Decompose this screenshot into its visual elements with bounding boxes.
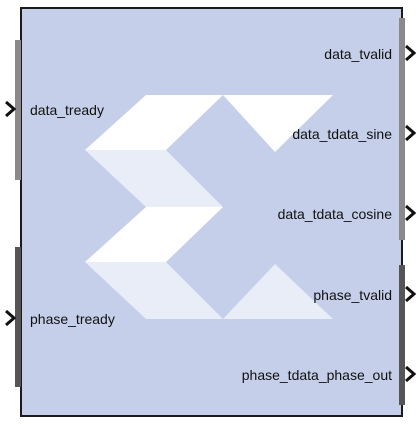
sigma-logo-mid-upper	[85, 150, 223, 207]
sigma-logo-top-right	[223, 95, 333, 152]
output-port-label-phase-tvalid: phase_tvalid	[313, 287, 392, 303]
chevron-right-icon[interactable]	[404, 285, 418, 303]
chevron-right-icon[interactable]	[4, 100, 18, 118]
input-bus-bar-data	[15, 40, 21, 180]
input-port-label-data-tready: data_tready	[30, 102, 104, 118]
output-port-label-phase-tdata-phase-out: phase_tdata_phase_out	[241, 367, 392, 383]
sigma-logo-bottom-right	[223, 264, 333, 319]
output-bus-bar-data	[399, 18, 405, 240]
input-bus-bar-phase	[15, 247, 21, 387]
sigma-logo-icon	[85, 95, 333, 319]
output-bus-bar-phase	[399, 265, 405, 405]
input-port-label-phase-tready: phase_tready	[30, 311, 115, 327]
chevron-right-icon[interactable]	[404, 124, 418, 142]
chevron-right-icon[interactable]	[4, 309, 18, 327]
sigma-logo-top	[85, 95, 223, 150]
sigma-logo-bottom	[85, 262, 223, 319]
output-port-label-data-tvalid: data_tvalid	[324, 46, 392, 62]
chevron-right-icon[interactable]	[404, 365, 418, 383]
sigma-logo-mid-lower	[85, 207, 223, 262]
output-port-label-data-tdata-sine: data_tdata_sine	[292, 126, 392, 142]
chevron-right-icon[interactable]	[404, 44, 418, 62]
chevron-right-icon[interactable]	[404, 204, 418, 222]
output-port-label-data-tdata-cosine: data_tdata_cosine	[277, 206, 392, 222]
